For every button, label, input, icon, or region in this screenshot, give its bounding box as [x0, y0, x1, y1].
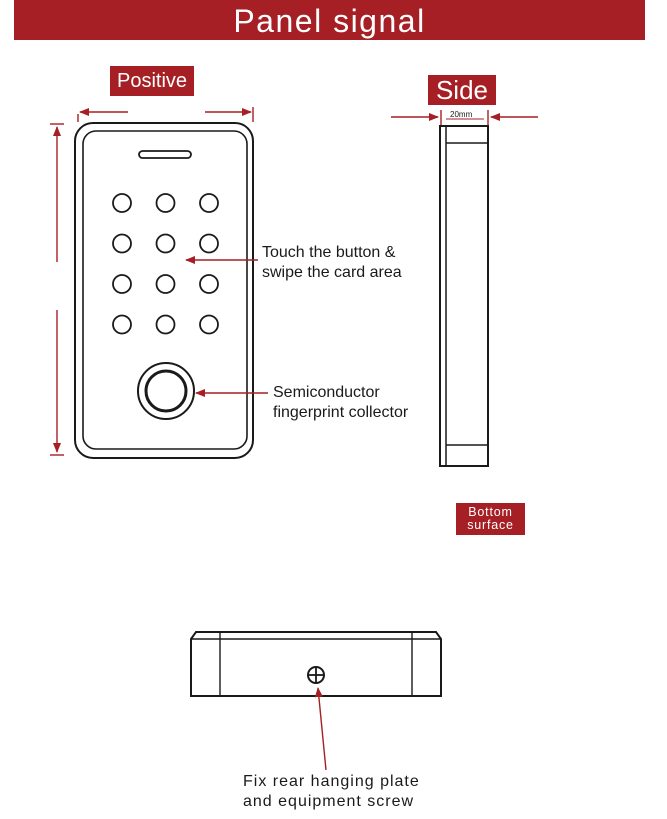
front-outer-outline — [74, 122, 254, 459]
title-banner: Panel signal — [14, 0, 645, 40]
keypad-button — [199, 314, 219, 335]
fingerprint-callout-line2: fingerprint collector — [273, 404, 409, 421]
keypad-button — [155, 314, 176, 335]
front-view-tag: Positive — [110, 66, 194, 96]
front-inner-outline — [82, 130, 248, 450]
touch-area-callout: Touch the button & swipe the card area — [262, 243, 402, 283]
keypad-button — [155, 193, 176, 213]
keypad-button — [112, 193, 132, 213]
page-title: Panel signal — [233, 3, 426, 39]
keypad-button — [199, 274, 219, 294]
bottom-view — [190, 631, 442, 697]
touch-callout-line1: Touch the button & — [262, 244, 396, 261]
bottom-outline — [190, 631, 442, 697]
keypad-button — [112, 314, 132, 335]
keypad-button — [112, 233, 132, 254]
side-view — [439, 125, 489, 467]
front-view — [74, 122, 254, 459]
bottom-view-tag: Bottom surface — [456, 503, 525, 535]
indicator-slot — [138, 150, 192, 159]
bottom-view-label-line1: Bottom — [468, 504, 513, 519]
screw-callout-line1: Fix rear hanging plate — [243, 773, 420, 790]
bottom-view-label-line2: surface — [467, 518, 514, 532]
touch-callout-line2: swipe the card area — [262, 264, 402, 281]
keypad-button — [112, 274, 132, 294]
side-width-label: 20mm — [450, 110, 473, 119]
fingerprint-callout-line1: Semiconductor — [273, 384, 380, 401]
keypad-button — [155, 274, 176, 294]
side-view-label: Side — [435, 75, 489, 105]
fingerprint-sensor-inner — [144, 369, 188, 413]
keypad-button — [199, 193, 219, 213]
front-view-label: Positive — [116, 70, 188, 92]
fingerprint-sensor-outer — [137, 362, 195, 420]
side-view-tag: Side — [428, 75, 496, 105]
keypad — [112, 193, 219, 335]
fingerprint-callout: Semiconductor fingerprint collector — [273, 383, 408, 423]
keypad-button — [199, 233, 219, 254]
keypad-button — [155, 233, 176, 254]
side-outline — [439, 125, 489, 467]
screw-callout: Fix rear hanging plate and equipment scr… — [243, 772, 420, 812]
screw-callout-line2: and equipment screw — [243, 793, 415, 810]
screw-callout-arrow — [314, 687, 327, 771]
